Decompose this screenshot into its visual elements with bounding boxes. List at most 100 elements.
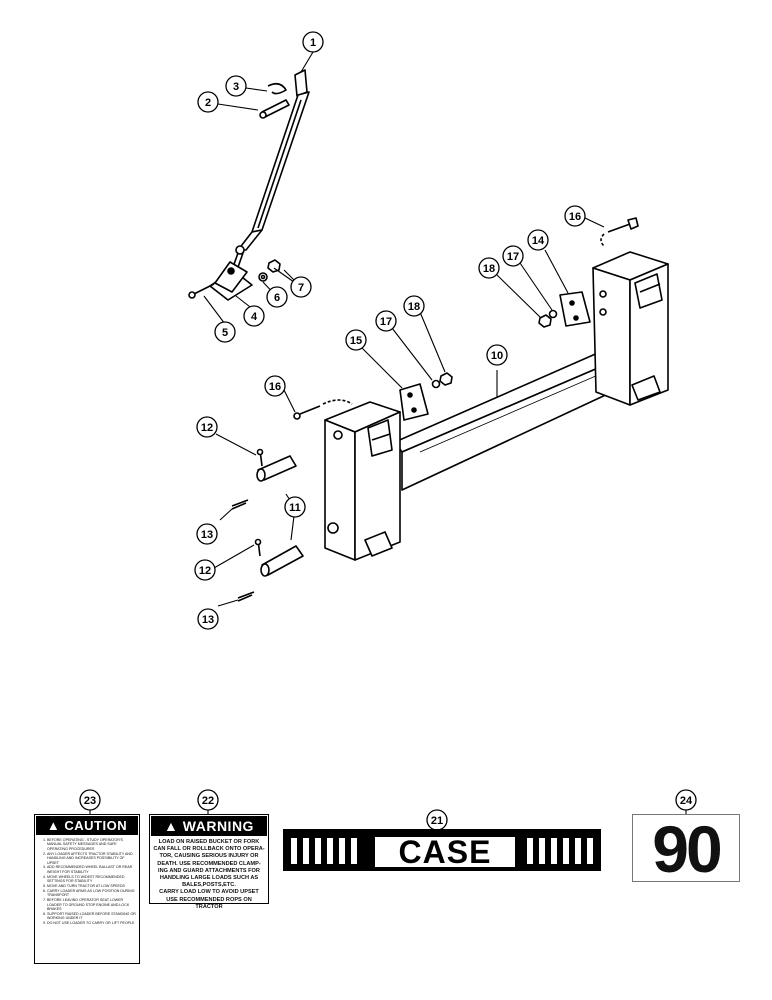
svg-text:4: 4 — [251, 311, 258, 323]
mount-bracket — [209, 261, 253, 301]
caution-line: MOVE AND TURN TRACTOR AT LOW SPEEDS — [47, 884, 137, 888]
warning-triangle-icon: ▲ — [46, 818, 61, 833]
caution-line: ANY LOADER AFFECTS TRACTOR STABILITY AND… — [47, 852, 137, 865]
bracket-bolt — [188, 283, 215, 299]
svg-text:12: 12 — [199, 565, 211, 577]
clamp-plate-left — [399, 383, 429, 421]
svg-text:13: 13 — [202, 614, 214, 626]
callout-10: 10 — [486, 344, 508, 366]
caution-line: CARRY LOADER ARMS AS LOW POSITION DURING… — [47, 889, 137, 898]
caution-header: ▲ CAUTION — [36, 816, 138, 835]
callout-16-left: 16 — [264, 375, 286, 397]
svg-text:22: 22 — [202, 795, 214, 807]
caution-line: DO NOT USE LOADER TO CARRY OR LIFT PEOPL… — [47, 921, 137, 925]
pivot-pin-upper — [256, 455, 297, 482]
lockwasher-left — [431, 379, 441, 389]
right-upright — [592, 251, 669, 406]
callout-17-left: 17 — [375, 310, 397, 332]
callout-15: 15 — [345, 329, 367, 351]
warning-line: BALES,POSTS,ETC. — [182, 882, 236, 889]
warning-header-text: WARNING — [182, 818, 254, 834]
case-logo-text: CASE — [398, 834, 492, 870]
nut — [267, 259, 281, 273]
svg-text:18: 18 — [483, 263, 495, 275]
bolt-left — [293, 399, 353, 420]
svg-text:6: 6 — [274, 292, 280, 304]
caution-line: BEFORE LEAVING OPERATOR SEAT LOWER LOADE… — [47, 898, 137, 911]
warning-header: ▲ WARNING — [151, 816, 267, 836]
callout-18-left: 18 — [403, 295, 425, 317]
callout-11: 11 — [284, 496, 306, 518]
svg-text:10: 10 — [491, 350, 503, 362]
callout-21: 21 — [426, 809, 448, 831]
svg-text:23: 23 — [84, 795, 96, 807]
warning-body: LOAD ON RAISED BUCKET OR FORK CAN FALL O… — [150, 837, 268, 913]
callout-23: 23 — [79, 789, 101, 811]
nut-left — [439, 372, 453, 386]
washer — [258, 272, 268, 282]
case-decal: CASE — [283, 829, 601, 871]
svg-text:7: 7 — [298, 282, 304, 294]
svg-text:24: 24 — [680, 795, 693, 807]
callout-6: 6 — [266, 286, 288, 308]
caution-line: BEFORE OPERATING - STUDY OPERATOR'S MANU… — [47, 838, 137, 851]
cross-tube — [394, 351, 613, 491]
callout-18-right: 18 — [478, 257, 500, 279]
warning-triangle-icon: ▲ — [164, 818, 179, 834]
callout-12-lower: 12 — [194, 559, 216, 581]
cotter-pin-lower — [237, 591, 255, 602]
warning-line: LOAD ON RAISED BUCKET OR FORK — [158, 839, 260, 845]
warning-decal: ▲ WARNING LOAD ON RAISED BUCKET OR FORK … — [149, 814, 269, 910]
callout-5: 5 — [214, 321, 236, 343]
warning-line: CAN FALL OR ROLLBACK ONTO OPERA- — [153, 846, 265, 853]
callout-3: 3 — [225, 75, 247, 97]
callout-1: 1 — [302, 31, 324, 53]
clevis-pin-upper — [256, 448, 264, 467]
warning-line: ING AND GUARD ATTACHMENTS FOR — [158, 867, 260, 874]
caution-decal: ▲ CAUTION BEFORE OPERATING - STUDY OPERA… — [34, 814, 140, 964]
warning-line: HANDLING LARGE LOADS SUCH AS — [159, 875, 259, 882]
lockwasher-right — [548, 309, 558, 319]
callout-16-right: 16 — [564, 205, 586, 227]
warning-line: CARRY LOAD LOW TO AVOID UPSET — [159, 889, 259, 896]
svg-text:13: 13 — [201, 529, 213, 541]
callout-17-right: 17 — [502, 245, 524, 267]
callout-7: 7 — [290, 276, 312, 298]
svg-text:3: 3 — [233, 81, 239, 93]
svg-text:18: 18 — [408, 301, 420, 313]
caution-line: ADD RECOMMENDED WHEEL BALLAST OR REAR WE… — [47, 865, 137, 874]
bolt-right — [600, 217, 639, 247]
callout-13-upper: 13 — [196, 523, 218, 545]
callout-22: 22 — [197, 789, 219, 811]
svg-text:16: 16 — [269, 381, 281, 393]
callouts: 1 3 2 7 6 4 5 16 14 17 18 18 17 15 10 16… — [79, 31, 697, 831]
svg-text:5: 5 — [222, 327, 228, 339]
svg-text:21: 21 — [431, 815, 443, 827]
svg-text:14: 14 — [532, 235, 545, 247]
svg-text:11: 11 — [289, 502, 301, 514]
callout-12-upper: 12 — [196, 416, 218, 438]
warning-line: DEATH. USE RECOMMENDED CLAMP- — [157, 860, 261, 867]
svg-text:17: 17 — [507, 251, 519, 263]
warning-line: TOR, CAUSING SERIOUS INJURY OR — [159, 853, 259, 860]
upper-pin — [259, 99, 290, 119]
svg-text:2: 2 — [205, 97, 211, 109]
caution-line: MOVE WHEELS TO WIDEST RECOMMENDED SETTIN… — [47, 875, 137, 884]
stabilizer-link — [231, 69, 310, 271]
model-number-decal: 90 — [632, 812, 740, 886]
stripe-bars — [291, 838, 593, 864]
nut-right — [538, 314, 552, 328]
cotter-pin-upper — [231, 499, 249, 510]
model-number-text: 90 — [652, 812, 722, 886]
clevis-pin-lower — [254, 538, 262, 557]
svg-text:17: 17 — [380, 316, 392, 328]
callout-13-lower: 13 — [197, 608, 219, 630]
caution-list: BEFORE OPERATING - STUDY OPERATOR'S MANU… — [47, 838, 137, 926]
warning-line: USE RECOMMENDED ROPS ON TRACTOR — [166, 896, 252, 910]
callout-14: 14 — [527, 229, 549, 251]
caution-header-text: CAUTION — [64, 818, 128, 833]
left-upright — [324, 401, 401, 561]
callout-24: 24 — [675, 789, 697, 811]
svg-text:12: 12 — [201, 422, 213, 434]
